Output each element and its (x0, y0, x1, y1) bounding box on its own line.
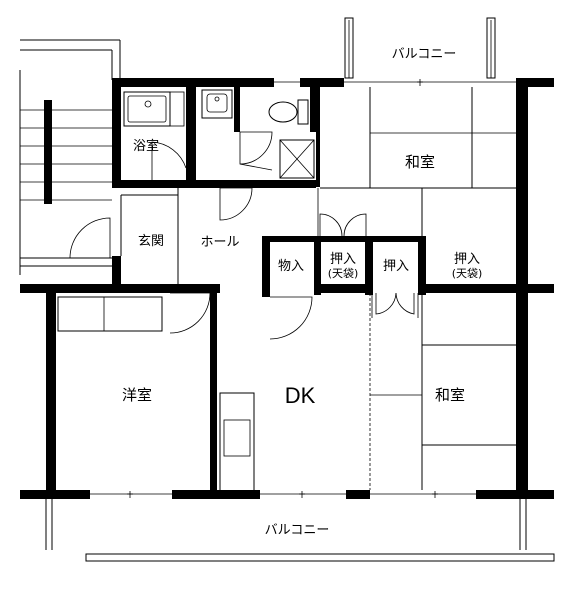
oshiire-1-label: 押入 (330, 252, 356, 267)
washitsu-lower-label: 和室 (435, 386, 465, 404)
storage-label: 物入 (278, 259, 304, 274)
tenbukuro-1-label: (天袋) (328, 266, 359, 280)
hall-label: ホール (200, 235, 239, 250)
oshiire-label: 押入 (383, 259, 409, 274)
balcony-top-railing (344, 17, 496, 79)
balcony-bottom (45, 499, 555, 562)
washing-machine-pan (279, 139, 315, 179)
partitions (90, 81, 516, 495)
closet (57, 296, 163, 332)
staircase (19, 39, 121, 275)
balcony-top-label: バルコニー (392, 47, 457, 62)
kitchen-counter (219, 392, 255, 492)
room-labels: バルコニー 浴室 玄関 ホール 和室 物入 押入 (天袋) 押入 押入 (天袋)… (122, 47, 482, 538)
tenbukuro-2-label: (天袋) (452, 266, 483, 280)
dk-label: DK (285, 383, 316, 408)
washitsu-upper-label: 和室 (405, 153, 435, 171)
bath-label: 浴室 (133, 138, 159, 154)
doors (69, 131, 419, 340)
entrance-label: 玄関 (138, 234, 164, 249)
toilet (268, 99, 309, 125)
washbasin (201, 89, 233, 119)
oshiire-2-label: 押入 (454, 252, 480, 267)
walls (20, 78, 554, 499)
youshitsu-label: 洋室 (122, 386, 152, 404)
window-marks (127, 79, 438, 498)
balcony-bottom-label: バルコニー (265, 523, 330, 538)
bathtub (123, 91, 185, 127)
